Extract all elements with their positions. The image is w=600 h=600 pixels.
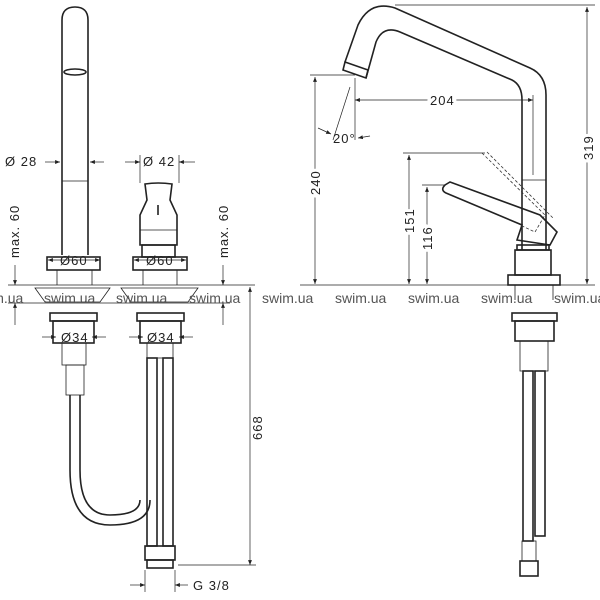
dim-base-mid: Ø60 — [146, 253, 174, 268]
faucet-side-view — [342, 5, 561, 577]
watermark: swim.ua — [481, 290, 533, 306]
dimension-lines — [8, 4, 595, 592]
dim-total-height: 319 — [581, 135, 596, 160]
watermark: swim.ua — [189, 290, 241, 306]
watermark-row: swim.ua swim.ua swim.ua swim.ua swim.ua … — [0, 290, 600, 306]
dim-angle: 20° — [333, 131, 356, 146]
spout-front-view — [34, 6, 151, 526]
valve-front-view — [120, 182, 199, 569]
dim-base-left: Ø60 — [60, 253, 88, 268]
dim-reach: 204 — [430, 93, 455, 108]
dim-hose-length: 668 — [250, 415, 265, 440]
dim-max-thickness-left: max. 60 — [7, 205, 22, 258]
watermark: swim.ua — [116, 290, 168, 306]
dim-handle-diameter: Ø 42 — [143, 154, 175, 169]
watermark: swim.ua — [0, 290, 24, 306]
watermark: swim.ua — [335, 290, 387, 306]
dim-hole-left: Ø34 — [61, 330, 89, 345]
watermark: swim.ua — [262, 290, 314, 306]
dim-thread: G 3/8 — [193, 578, 230, 593]
watermark: swim.ua — [44, 290, 96, 306]
dim-outlet-height: 240 — [308, 170, 323, 195]
watermark: swim.ua — [408, 290, 460, 306]
dim-lever-high: 151 — [402, 208, 417, 233]
dim-lever-low: 116 — [420, 226, 435, 250]
dim-hole-mid: Ø34 — [147, 330, 175, 345]
dim-max-thickness-right: max. 60 — [216, 205, 231, 258]
dim-spout-diameter: Ø 28 — [5, 154, 37, 169]
watermark: swim.ua — [554, 290, 600, 306]
